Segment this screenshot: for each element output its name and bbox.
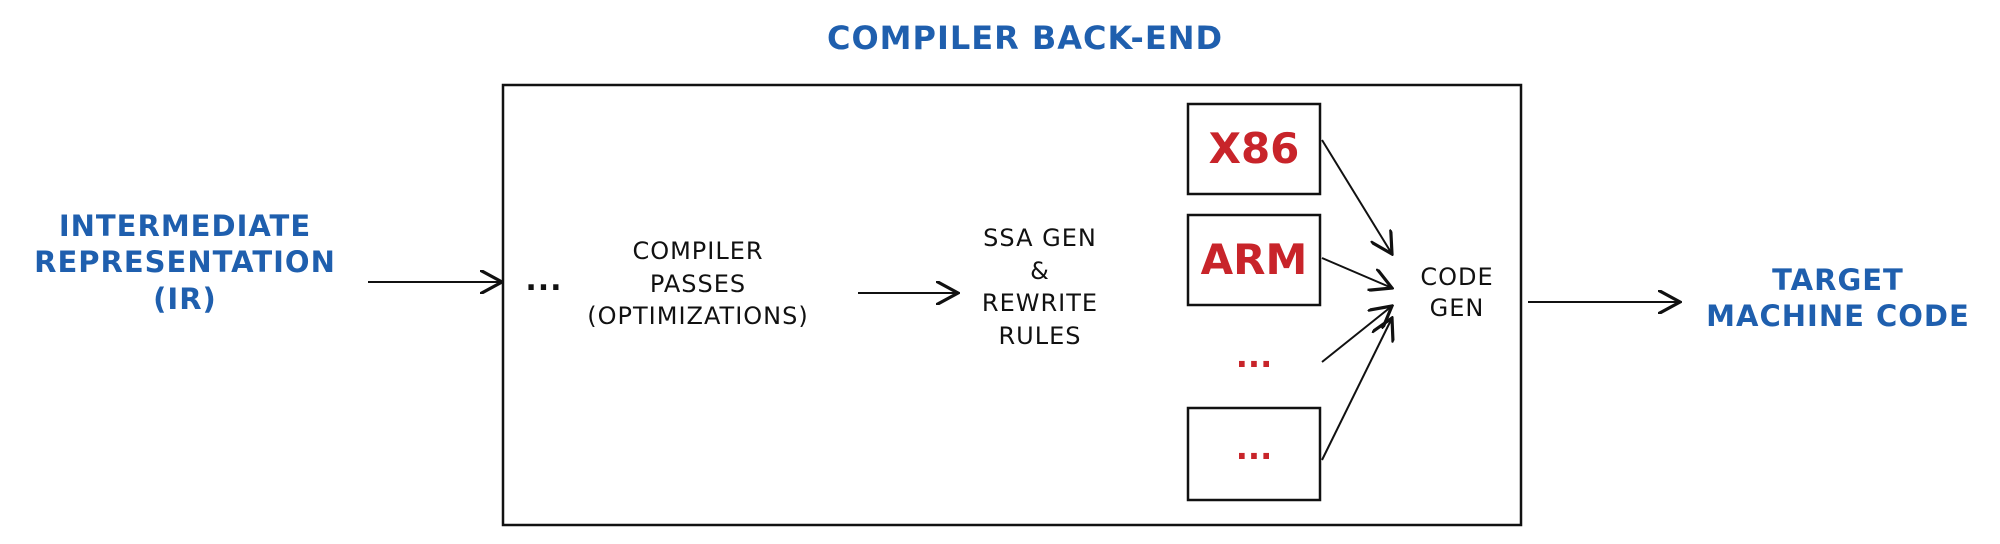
target-x86-label: X86 [1208,124,1300,173]
input-label-line3: (IR) [153,281,217,316]
ssa-line1: SSA GEN [983,224,1097,252]
backend-box [501,83,1523,527]
target-box-arm [1186,213,1322,307]
arrow-arm-to-codegen [1321,257,1392,288]
target-box-other [1186,406,1322,502]
ssa-line4: RULES [998,321,1082,350]
input-label-line1: INTERMEDIATE [58,209,312,243]
input-label: INTERMEDIATE REPRESENTATION (IR) [0,208,370,317]
input-label-line2: REPRESENTATION [34,245,336,280]
backend-title: COMPILER BACK-END [826,19,1224,57]
arrow-x86-to-codegen [1321,139,1392,254]
target-arm-label: ARM [1200,235,1308,284]
target-ellipsis-label: ... [1235,337,1273,375]
passes-line2: PASSES [649,269,747,298]
leading-ellipsis: ... [525,263,563,298]
output-label-line1: TARGET [1772,263,1904,297]
target-box-x86 [1186,102,1322,196]
codegen-line2: GEN [1429,294,1485,323]
arrow-ellipsis-to-codegen [1321,306,1392,363]
ssa-gen-label: SSA GEN & REWRITE RULES [950,222,1130,353]
codegen-line1: CODE [1420,263,1494,291]
compiler-passes-label: COMPILER PASSES (OPTIMIZATIONS) [548,235,848,333]
output-label-line2: MACHINE CODE [1706,299,1970,334]
output-label: TARGET MACHINE CODE [1688,262,1988,335]
passes-line3: (OPTIMIZATIONS) [587,302,809,331]
passes-line1: COMPILER [632,237,764,265]
target-other-label: ... [1235,429,1273,467]
ssa-line3: REWRITE [981,289,1099,318]
arrow-other-to-codegen [1321,318,1392,461]
ssa-line2: & [1030,256,1050,285]
code-gen-label: CODE GEN [1392,262,1522,324]
